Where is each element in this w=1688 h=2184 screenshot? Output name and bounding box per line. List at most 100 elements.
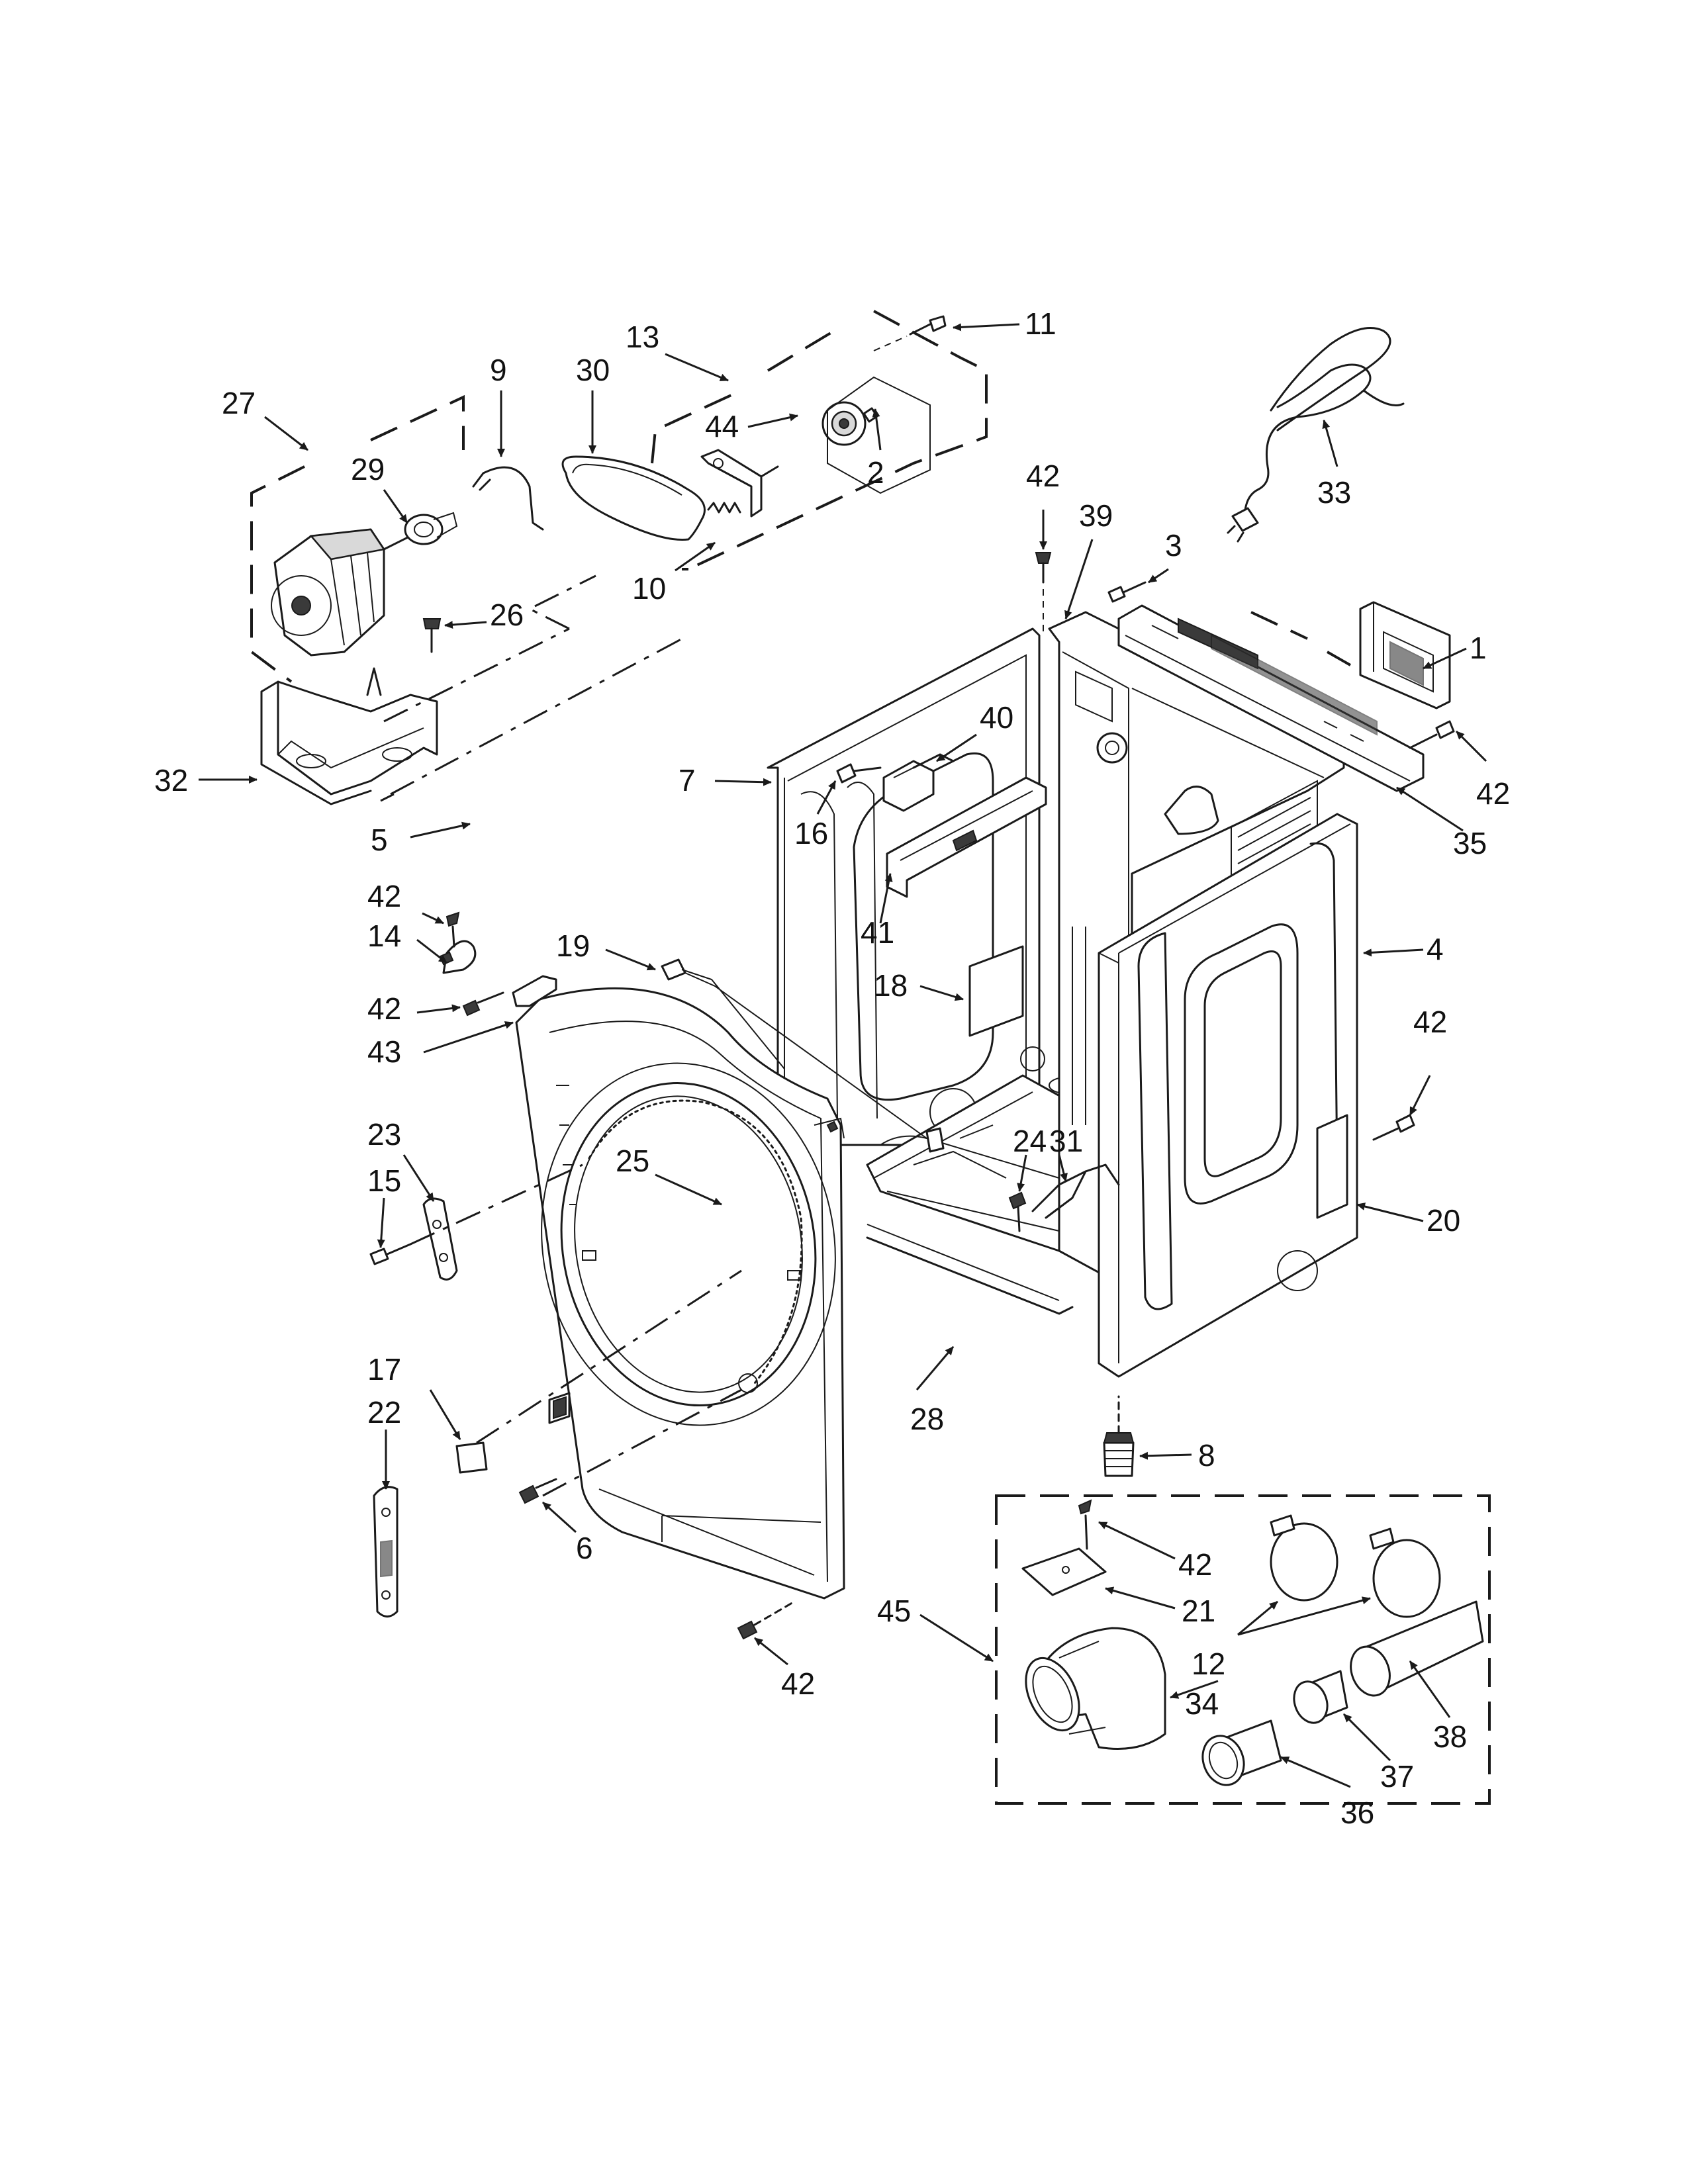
callout-28: 28: [910, 1402, 944, 1436]
leveling-leg: [1103, 1395, 1135, 1477]
callout-31: 31: [1049, 1124, 1083, 1158]
screw-42-top: [1035, 552, 1052, 632]
screw-42-right-side: [1372, 1114, 1415, 1141]
callout-42-clamp: 42: [367, 879, 401, 913]
front-panel: [512, 975, 845, 1600]
ground-wire: [1031, 1163, 1120, 1219]
drive-motor: [271, 522, 438, 657]
control-housing: [1359, 601, 1451, 709]
callout-12: 12: [1192, 1647, 1225, 1681]
vent-adapter: [1201, 1719, 1282, 1786]
callout-42-front-top: 42: [367, 991, 401, 1026]
console-guide-dashes: [1250, 611, 1351, 666]
drive-belt: [561, 455, 706, 541]
callout-42-rail: 42: [1476, 776, 1510, 811]
screw-16: [836, 763, 882, 784]
pulley-guard-outline: [827, 376, 931, 494]
callout-34: 34: [1185, 1686, 1219, 1721]
callout-37: 37: [1380, 1759, 1414, 1794]
inner-bracket: [886, 776, 1047, 898]
idler-pulley: [821, 401, 878, 446]
vent-tube-long: [1350, 1600, 1484, 1697]
callout-21: 21: [1182, 1594, 1215, 1628]
callout-13: 13: [626, 320, 659, 354]
door-switch: [882, 753, 955, 812]
power-cord: [1227, 327, 1405, 543]
callout-16: 16: [794, 816, 828, 850]
right-side-panel: [1098, 813, 1358, 1378]
cover-plate: [1021, 1547, 1107, 1596]
vent-elbow: [1025, 1627, 1166, 1750]
hinge-plate-lower: [373, 1486, 399, 1617]
callout-6: 6: [576, 1531, 593, 1565]
motor-group-dashed-outline: [250, 394, 465, 683]
hinge-plate-upper: [422, 1197, 458, 1281]
idler-bracket: [700, 449, 779, 518]
callout-35: 35: [1453, 826, 1487, 860]
idler-spring: [707, 502, 741, 514]
callout-20: 20: [1427, 1203, 1460, 1238]
screw-24: [1008, 1191, 1027, 1232]
callout-23: 23: [367, 1117, 401, 1152]
motor-assembly-group: [250, 394, 544, 683]
callout-11: 11: [1025, 306, 1056, 341]
callout-8: 8: [1198, 1438, 1215, 1473]
callout-30: 30: [576, 353, 610, 387]
callout-4: 4: [1427, 932, 1444, 966]
callout-27: 27: [222, 386, 256, 420]
exhaust-cap-left: [1270, 1514, 1338, 1602]
cabinet-base: [866, 1046, 1113, 1315]
callout-10: 10: [632, 571, 666, 606]
callout-45: 45: [877, 1594, 911, 1628]
callout-9: 9: [490, 353, 507, 387]
callout-14: 14: [367, 919, 401, 953]
front-guide-lines: [410, 1163, 742, 1497]
callout-1: 1: [1470, 631, 1487, 665]
vent-tube-short: [1293, 1670, 1348, 1724]
callout-19: 19: [556, 929, 590, 963]
screw-42-kit: [1078, 1499, 1092, 1550]
motor-mount-bracket: [260, 667, 438, 805]
exhaust-cap-right: [1369, 1527, 1441, 1618]
callout-33: 33: [1317, 475, 1351, 510]
callout-42-kit: 42: [1178, 1547, 1212, 1582]
callout-41: 41: [861, 915, 894, 950]
callout-5: 5: [371, 823, 388, 857]
screw-42-right-rail: [1409, 720, 1455, 749]
badge-label: [455, 1441, 488, 1474]
callout-32: 32: [154, 763, 188, 797]
callout-2: 2: [867, 455, 884, 490]
callout-43: 43: [367, 1034, 401, 1069]
idler-assembly-group: [651, 310, 988, 570]
top-rail-console: [1117, 604, 1425, 792]
screw-42-front-top: [462, 991, 504, 1017]
callout-labels: 1 2 3 4 5 6 7 8 9 10 11 12 13 14 15 16 1…: [154, 306, 1510, 1830]
screw-42-front-bottom: [737, 1600, 796, 1640]
screw-11: [873, 315, 947, 351]
wire-harness-front: [661, 958, 945, 1153]
callout-42-side: 42: [1413, 1005, 1447, 1039]
callout-3: 3: [1165, 528, 1182, 563]
callout-24: 24: [1013, 1124, 1047, 1158]
callout-44: 44: [705, 409, 739, 443]
callout-17: 17: [367, 1352, 401, 1387]
callout-42-front-bottom: 42: [781, 1666, 815, 1701]
callout-36: 36: [1340, 1796, 1374, 1830]
screw-42-clamp: [445, 911, 460, 948]
callout-7: 7: [679, 763, 696, 797]
motor-pulley: [404, 512, 458, 545]
callout-25: 25: [616, 1144, 649, 1178]
callout-29: 29: [351, 452, 385, 486]
leader-lines: [199, 323, 1487, 1788]
callout-15: 15: [367, 1163, 401, 1198]
motor-guide-lines: [380, 574, 689, 802]
screw-6: [518, 1478, 557, 1504]
callout-26: 26: [490, 598, 524, 632]
screw-3: [1107, 581, 1147, 603]
motor-strap: [472, 466, 544, 531]
callout-18: 18: [874, 968, 908, 1003]
callout-39: 39: [1079, 498, 1113, 533]
wire-clamp: [439, 940, 477, 974]
callout-42-top: 42: [1026, 459, 1060, 493]
